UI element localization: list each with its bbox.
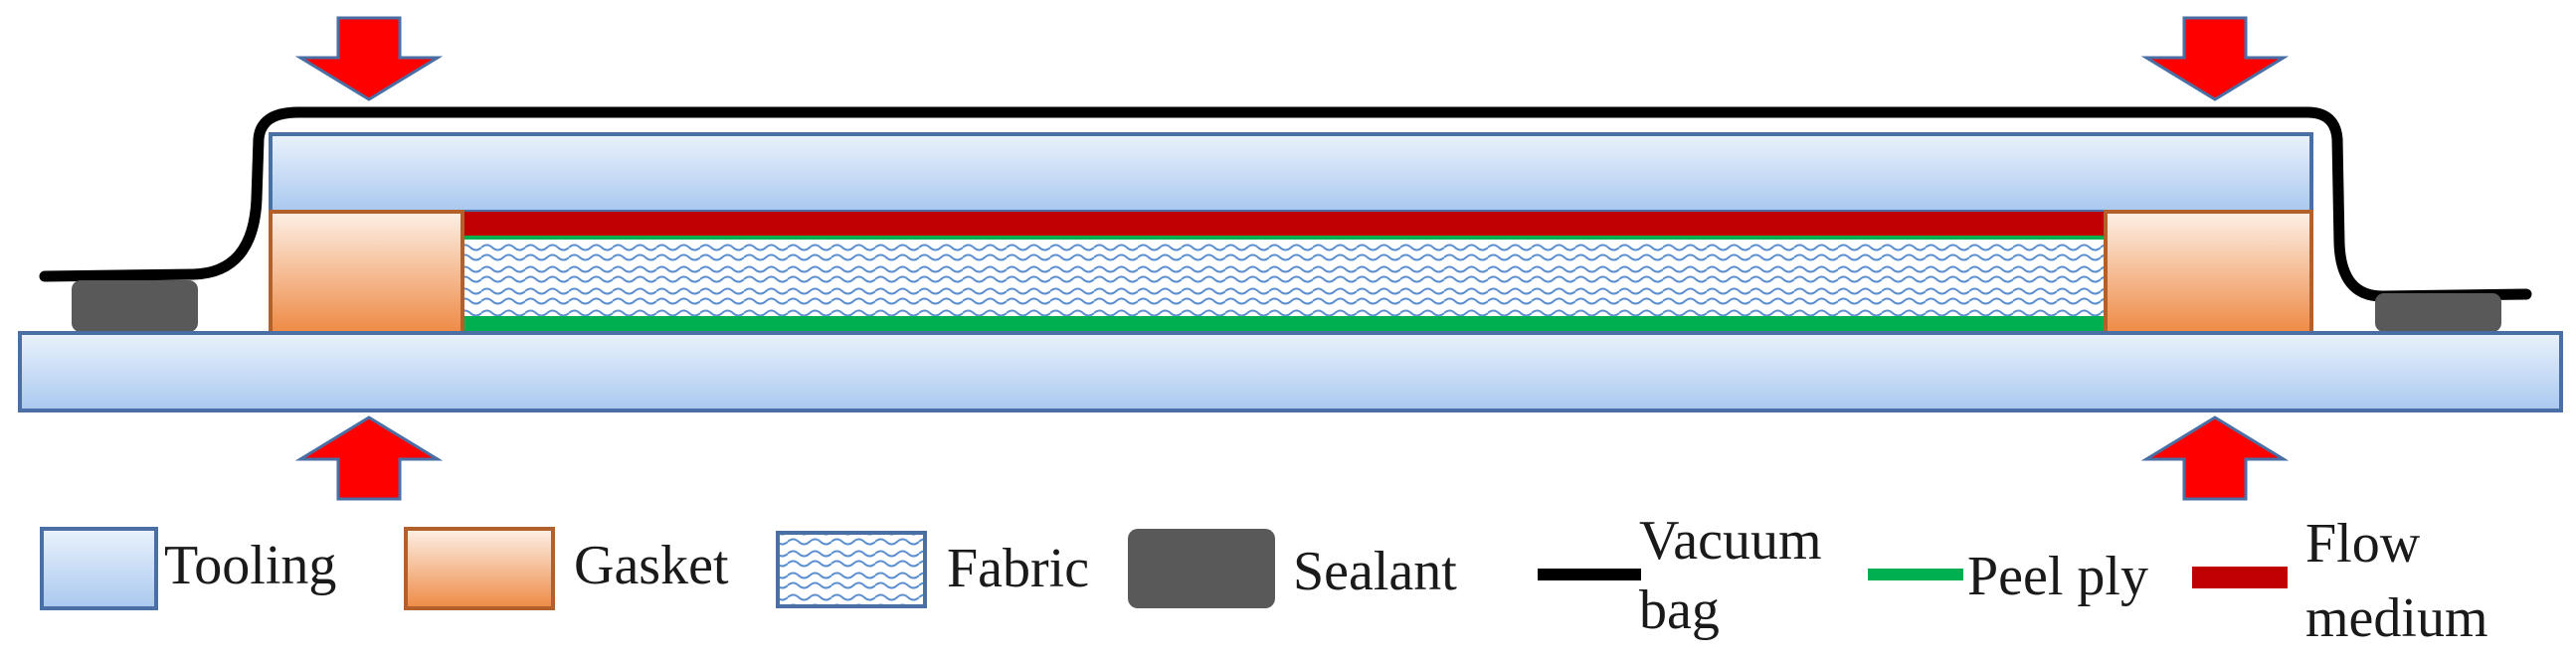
legend-label-gasket: Gasket — [574, 535, 729, 596]
legend-label-flow-medium-line2: medium — [2305, 587, 2488, 649]
top-tooling — [269, 132, 2313, 214]
pressure-arrow-icon — [2140, 415, 2290, 501]
peel-ply-layer — [462, 316, 2106, 333]
legend-label-vacuum-bag-line2: bag — [1639, 579, 1720, 641]
legend-swatch-peel-ply — [1868, 569, 1963, 580]
legend-swatch-sealant — [1128, 529, 1275, 608]
legend-label-vacuum-bag-line1: Vacuum — [1639, 510, 1822, 572]
legend-swatch-flow-medium — [2192, 567, 2288, 588]
legend-label-sealant: Sealant — [1293, 541, 1457, 602]
legend-label-flow-medium-line1: Flow — [2305, 513, 2421, 575]
pressure-arrow-icon — [2140, 16, 2290, 101]
sealant-left — [72, 280, 198, 332]
legend-swatch-gasket — [404, 527, 555, 610]
gasket-left — [269, 210, 464, 335]
legend-label-tooling: Tooling — [164, 535, 336, 596]
legend-swatch-fabric — [776, 531, 927, 608]
vacuum-bag-line — [39, 106, 2532, 302]
legend-label-peel-ply: Peel ply — [1967, 546, 2148, 607]
pressure-arrow-icon — [294, 415, 444, 501]
fabric-layer — [462, 236, 2106, 316]
bottom-tooling — [18, 331, 2563, 412]
legend-label-fabric: Fabric — [947, 538, 1089, 599]
flow-medium-layer — [462, 212, 2106, 236]
gasket-right — [2104, 210, 2313, 335]
legend: Tooling Gasket Fabric Sealant Vacuum bag… — [40, 510, 2488, 649]
legend-swatch-tooling — [40, 527, 158, 610]
legend-swatch-vacuum-bag — [1538, 569, 1641, 580]
sealant-right — [2375, 293, 2501, 332]
pressure-arrow-icon — [294, 16, 444, 101]
